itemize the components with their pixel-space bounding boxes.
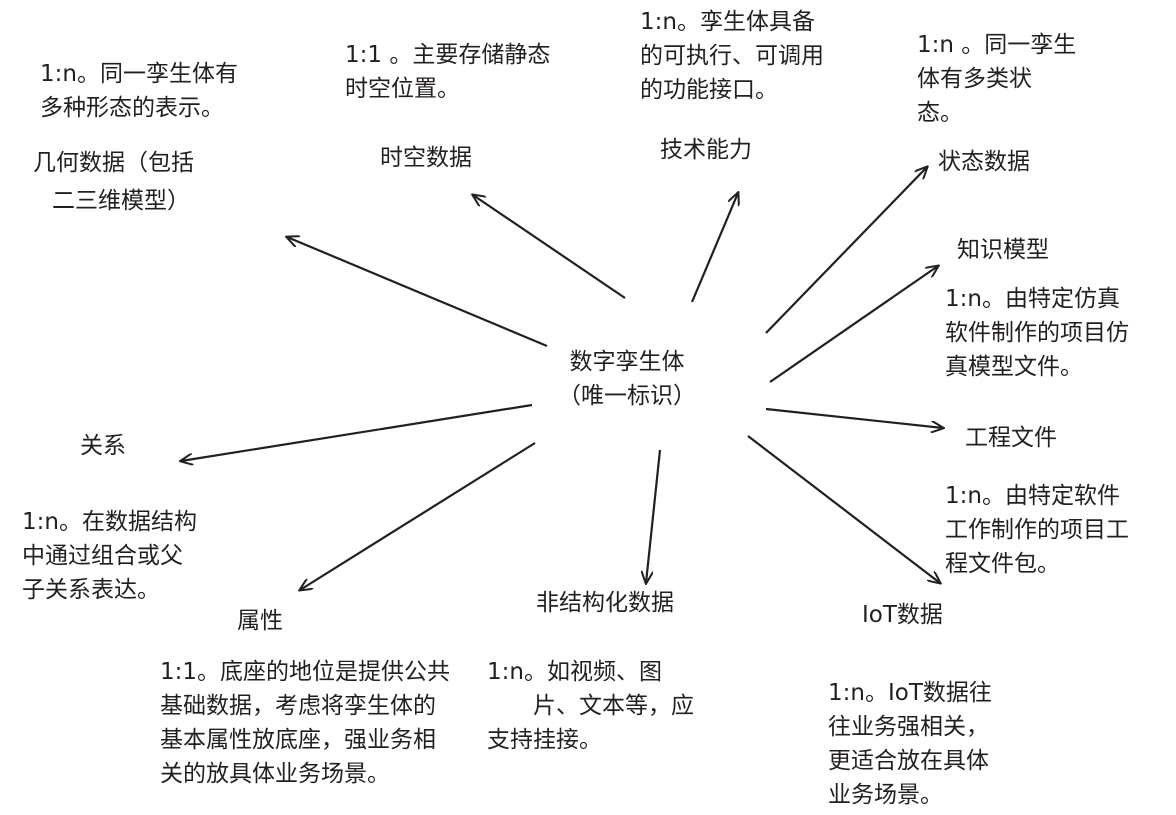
note-line: 1:n。IoT数据往	[828, 680, 992, 706]
spatiotemporal-label: 时空数据	[380, 145, 472, 171]
attributes-note: 1:1。底座的地位是提供公共 基础数据，考虑将孪生体的 基本属性放底座，强业务相…	[160, 655, 450, 791]
engineering-label: 工程文件	[965, 425, 1057, 451]
label-line: 二三维模型）	[52, 188, 190, 214]
note-line: 1:n。如视频、图	[487, 659, 662, 685]
arrow-status	[765, 167, 927, 334]
center-subtitle: （唯一标识）	[558, 383, 696, 409]
note-line: 片、文本等，应	[533, 693, 694, 719]
note-line: 业务场景。	[828, 782, 943, 808]
note-line: 更适合放在具体	[828, 748, 989, 774]
attributes-label: 属性	[237, 608, 283, 634]
note-line: 态。	[917, 100, 963, 126]
knowledge-label: 知识模型	[957, 237, 1049, 263]
arrow-relations	[181, 403, 533, 461]
note-line: 1:n。在数据结构	[22, 509, 197, 535]
capability-note: 1:n。孪生体具备 的可执行、可调用 的功能接口。	[640, 5, 824, 107]
knowledge-note: 1:n。由特定仿真 软件制作的项目仿 真模型文件。	[945, 282, 1129, 384]
note-line: 程文件包。	[945, 551, 1060, 577]
arrow-knowledge	[769, 266, 938, 383]
note-line: 1:n 。同一孪生	[917, 32, 1077, 58]
geometry-label: 几何数据（包括 二三维模型）	[33, 146, 194, 218]
note-line: 往业务强相关，	[828, 714, 989, 740]
iot-label: IoT数据	[862, 602, 943, 628]
spatiotemporal-note: 1:1 。主要存储静态 时空位置。	[345, 38, 550, 106]
arrow-capability	[690, 193, 738, 303]
unstructured-label: 非结构化数据	[536, 590, 674, 616]
status-label: 状态数据	[938, 149, 1030, 175]
relations-label: 关系	[80, 433, 126, 459]
note-line: 1:n。由特定仿真	[945, 286, 1120, 312]
note-line: 1:1。底座的地位是提供公共	[160, 659, 451, 685]
arrow-engineering	[765, 407, 943, 428]
note-line: 基础数据，考虑将孪生体的	[160, 693, 436, 719]
note-line: 1:n。由特定软件	[945, 483, 1120, 509]
note-line: 支持挂接。	[487, 727, 602, 753]
arrow-attributes	[300, 442, 536, 590]
center-node: 数字孪生体 （唯一标识）	[558, 345, 696, 413]
arrow-unstructured	[646, 449, 662, 583]
arrow-spatiotemporal	[473, 195, 626, 299]
note-line: 时空位置。	[345, 76, 460, 102]
capability-label: 技术能力	[660, 137, 752, 163]
note-line: 1:1 。主要存储静态	[345, 42, 551, 68]
note-line: 1:n。同一孪生体有	[40, 61, 238, 87]
note-line: 基本属性放底座，强业务相	[160, 727, 436, 753]
note-line: 体有多类状	[917, 66, 1032, 92]
note-line: 子关系表达。	[22, 577, 160, 603]
note-line: 的可执行、可调用	[640, 43, 824, 69]
note-line: 关的放具体业务场景。	[160, 761, 390, 787]
note-line: 软件制作的项目仿	[945, 320, 1129, 346]
note-line: 工作制作的项目工	[945, 517, 1129, 543]
relations-note: 1:n。在数据结构 中通过组合或父 子关系表达。	[22, 505, 197, 607]
iot-note: 1:n。IoT数据往 往业务强相关， 更适合放在具体 业务场景。	[828, 676, 992, 812]
label-line: 几何数据（包括	[33, 150, 194, 176]
unstructured-note: 1:n。如视频、图 片、文本等，应 支持挂接。	[487, 655, 694, 757]
note-line: 多种形态的表示。	[40, 95, 224, 121]
note-line: 中通过组合或父	[22, 543, 183, 569]
arrow-iot	[747, 435, 940, 583]
center-title: 数字孪生体	[569, 349, 685, 375]
status-note: 1:n 。同一孪生 体有多类状 态。	[917, 28, 1076, 130]
note-line: 真模型文件。	[945, 354, 1083, 380]
note-line: 的功能接口。	[640, 77, 778, 103]
engineering-note: 1:n。由特定软件 工作制作的项目工 程文件包。	[945, 479, 1129, 581]
note-line: 1:n。孪生体具备	[640, 9, 815, 35]
arrow-geometry	[287, 237, 548, 348]
geometry-note: 1:n。同一孪生体有 多种形态的表示。	[40, 57, 238, 125]
